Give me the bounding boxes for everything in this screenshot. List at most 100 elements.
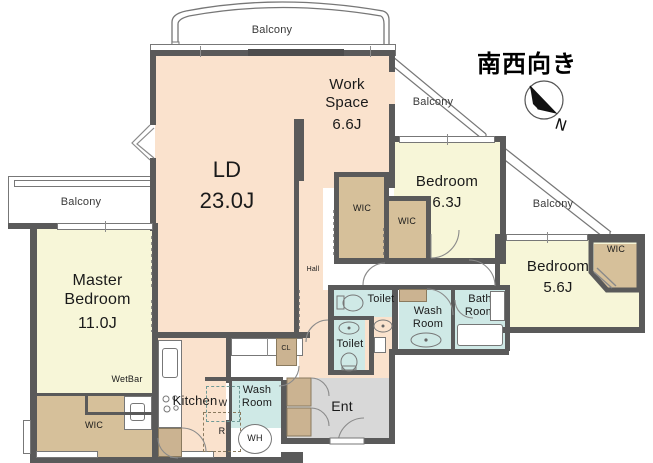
balcony-right-label: Balcony (532, 198, 574, 210)
wall-bed63-right (500, 136, 506, 264)
wic-master-shelf2 (85, 412, 154, 415)
wall-master-left (30, 223, 37, 463)
window-master-left (23, 420, 31, 454)
hall-label: Hall (306, 266, 320, 273)
room-ld (155, 55, 299, 337)
wall-bed63-bottom (430, 258, 506, 264)
wall-toilet-top (328, 285, 396, 290)
wall-wash-main-left (392, 285, 398, 351)
window-tick-bed56 (547, 232, 548, 243)
ent-label: Ent (331, 398, 353, 414)
compass-north-letter: N (553, 115, 569, 136)
wall-kitchen-bottom (152, 457, 282, 463)
bathtub (457, 324, 503, 346)
toilet-upper-sink (338, 321, 360, 335)
room-wash-room-kitchen (229, 380, 281, 428)
kitchen-stove-icon (162, 395, 179, 413)
wall-wic-small-top (384, 196, 430, 201)
wall-master-bottom (30, 457, 158, 463)
direction-label: 南西向き (477, 50, 577, 78)
wetbar-label: WetBar (111, 374, 143, 384)
wall-master-ld-divider (152, 229, 158, 339)
wall-ld-right-upper (389, 50, 395, 72)
washer-kitchen-outline[interactable] (206, 386, 240, 422)
wall-ld-left-upper (150, 50, 156, 125)
wash-main-sink (410, 332, 442, 348)
wall-bed56-bottom (495, 327, 645, 333)
compass-icon: N (524, 80, 569, 136)
wall-toilet-bottom (328, 370, 374, 375)
closet-wic-workspace (339, 176, 384, 258)
wall-bed56-right (639, 234, 645, 333)
wall-bath-block-bottom (389, 349, 509, 355)
bedroom-63-area-label: 6.3J (432, 194, 462, 211)
balcony-left-label: Balcony (60, 196, 102, 208)
window-tick-bed63 (447, 134, 448, 145)
wall-washkit-left (229, 377, 232, 421)
window-master-bottom (36, 451, 98, 458)
wall-workspace-left-stub (299, 119, 304, 181)
wall-bed56-left (495, 240, 500, 286)
wall-workspace-right (389, 104, 395, 188)
wash-main-cabinet (399, 289, 427, 302)
window-tick-a (200, 46, 201, 57)
toilet-upper-label: Toilet (367, 293, 395, 305)
closet-wic-small (388, 200, 426, 258)
room-ld-ext (299, 55, 395, 119)
wall-ld-left-lower (150, 158, 156, 231)
wall-wash-main-top (392, 285, 510, 290)
room-hall (299, 188, 323, 290)
toilet-lower-fixture (340, 352, 358, 372)
wall-toilet-right (369, 316, 374, 375)
wall-washkit-top (205, 377, 283, 381)
water-heater-circle (238, 424, 272, 454)
wall-wic-work-left (334, 176, 339, 264)
master-bedroom-label: Master Bedroom (64, 272, 131, 308)
bedroom-56-area-label: 5.6J (543, 279, 573, 296)
wash-room-main-label: Wash Room (412, 305, 444, 330)
bath-room-label: Bath Room (464, 293, 496, 318)
wic-small-label: WIC (397, 216, 417, 226)
ld-label: LD (212, 157, 242, 182)
bath-shower-panel (490, 291, 505, 321)
work-space-label: Work Space (325, 76, 369, 111)
balcony-top-label: Balcony (251, 24, 293, 36)
toilet-upper-fixture (336, 294, 364, 312)
window-tick-master (105, 221, 106, 232)
refrigerator-label: R (218, 426, 226, 436)
wall-kitchen-left (152, 337, 158, 463)
wall-ld-kitchen-top (215, 332, 310, 338)
kitchen-counter-left (158, 340, 182, 428)
ld-area-label: 23.0J (199, 188, 255, 213)
wall-bath-divider (451, 289, 455, 349)
wall-ent-right (389, 349, 395, 444)
bedroom-56-label: Bedroom (526, 258, 590, 275)
closet-cl (276, 338, 297, 366)
wall-bath-right (505, 285, 510, 351)
window-tick-b (370, 46, 371, 57)
wall-wic-small-left (384, 200, 389, 258)
wic-master-shelf (37, 393, 154, 396)
wall-wic-work-right (384, 176, 389, 204)
water-heater-label: WH (247, 433, 263, 443)
wic-right-label: WIC (606, 244, 626, 254)
wall-ent-bottom-ext (281, 452, 303, 463)
wash-room-kitchen-label: Wash Room (241, 384, 273, 409)
master-bedroom-area-label: 11.0J (78, 315, 117, 332)
wall-balcony-left-sill (8, 223, 38, 229)
wall-ld-inner-vert (294, 119, 299, 337)
toilet-lower-label: Toilet (336, 338, 364, 350)
wall-wic-work-top (334, 172, 389, 177)
wall-kitchen-right-lower (226, 420, 231, 463)
wic-master-partition (85, 393, 88, 415)
work-space-area-label: 6.6J (332, 116, 362, 133)
wic-master-label: WIC (84, 420, 104, 430)
balcony-mid-label: Balcony (412, 96, 454, 108)
kitchen-upper-divider (267, 338, 268, 356)
bedroom-63-label: Bedroom (415, 173, 479, 190)
kitchen-sink (162, 348, 178, 378)
